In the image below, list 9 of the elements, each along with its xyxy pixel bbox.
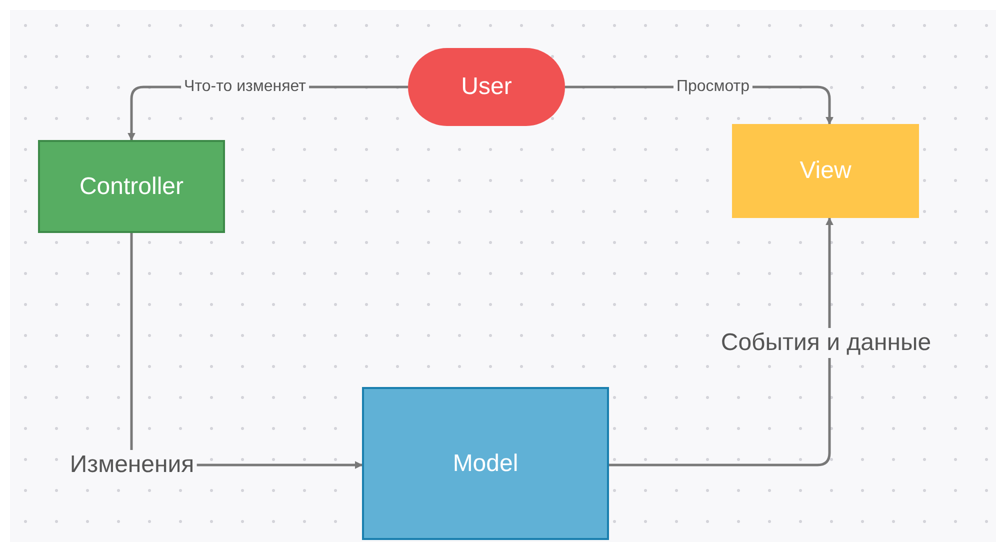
arrow xyxy=(609,217,834,466)
node-label: User xyxy=(461,72,512,102)
edge-label: Просмотр xyxy=(673,77,753,97)
node-label: Controller xyxy=(79,172,184,202)
process-box xyxy=(732,124,919,218)
process-box xyxy=(38,140,225,233)
node-label: View xyxy=(800,156,852,186)
node-label: Model xyxy=(452,448,518,478)
process-box xyxy=(362,387,609,540)
